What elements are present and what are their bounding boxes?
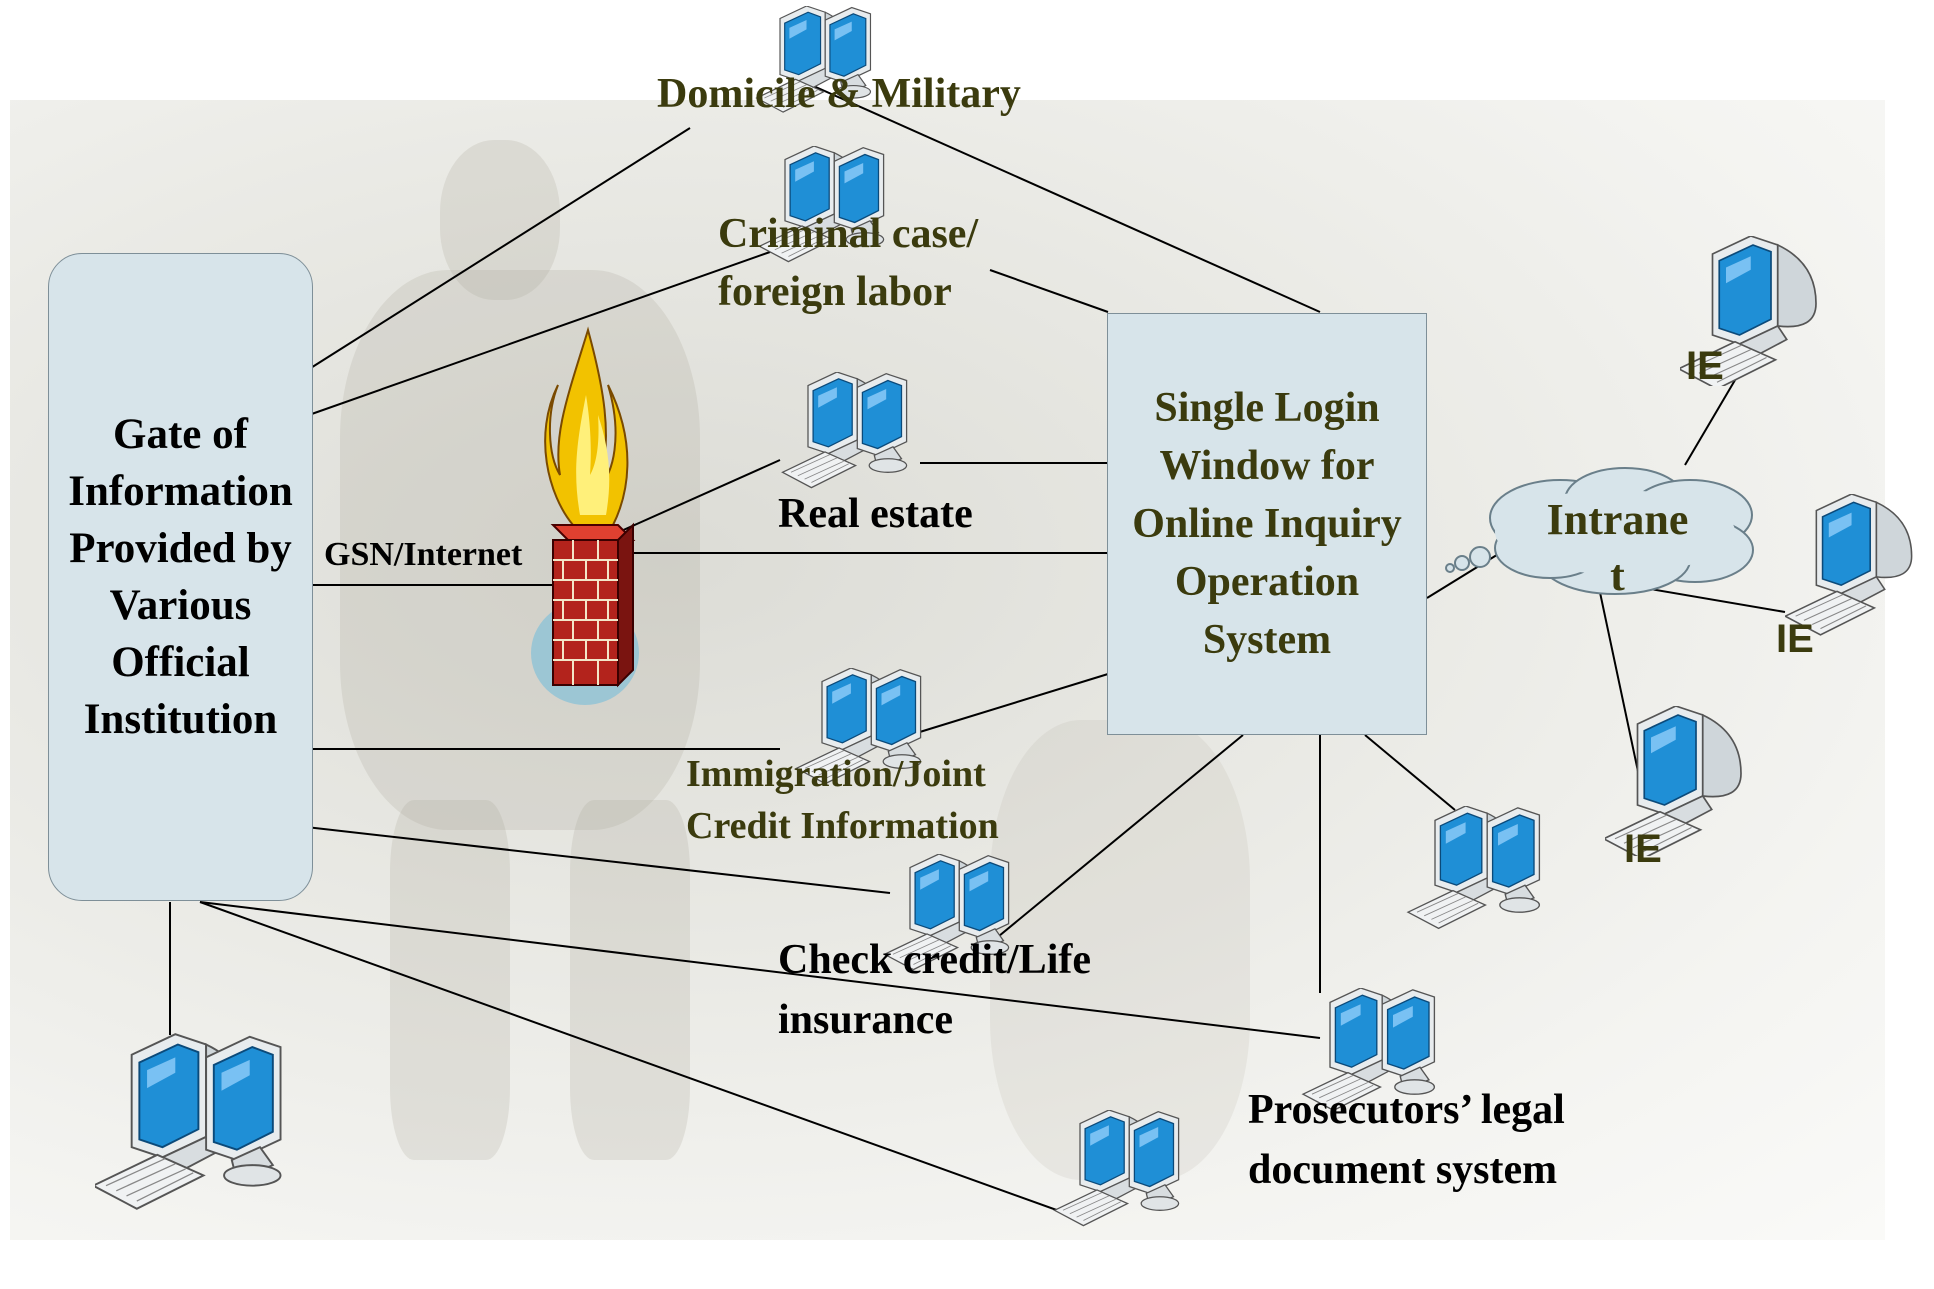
cloud-icon xyxy=(1445,467,1754,595)
firewall-icon xyxy=(531,326,639,705)
workstation-pair-icon xyxy=(95,1032,315,1232)
ie-label-bottom: IE xyxy=(1624,827,1662,871)
gate-of-information-label: Gate of Information Provided by Various … xyxy=(68,411,293,743)
single-login-window-box: Single Login Window for Online Inquiry O… xyxy=(1107,313,1427,735)
ie-label-middle: IE xyxy=(1776,617,1814,661)
real-estate-label: Real estate xyxy=(778,491,973,537)
immigration-label: Immigration/Joint Credit Information xyxy=(686,753,999,847)
single-login-window-label: Single Login Window for Online Inquiry O… xyxy=(1132,385,1402,663)
gate-of-information-box: Gate of Information Provided by Various … xyxy=(48,253,313,901)
ie-label-top: IE xyxy=(1686,344,1724,388)
workstation-pair-icon xyxy=(1050,1110,1200,1250)
criminal-case-label: Criminal case/ foreign labor xyxy=(718,211,979,315)
intranet-label: Intrane t xyxy=(1546,495,1689,600)
workstation-pair-icon xyxy=(1405,806,1565,956)
domicile-military-label: Domicile & Military xyxy=(657,71,1021,117)
check-credit-label: Check credit/Life insurance xyxy=(778,937,1091,1043)
gsn-internet-label: GSN/Internet xyxy=(324,536,523,573)
prosecutors-label: Prosecutors’ legal document system xyxy=(1248,1087,1565,1193)
background-photo xyxy=(10,100,1885,1240)
